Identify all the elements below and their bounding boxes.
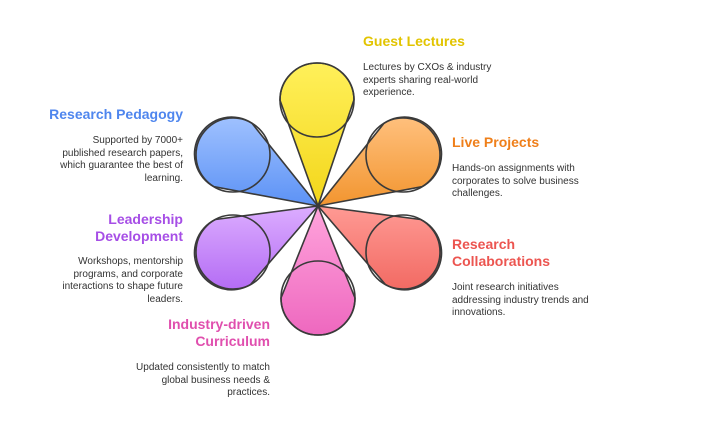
research-pedagogy-block: Research Pedagogy Supported by 7000+ pub… [40,106,183,185]
research-collaborations-desc: Joint research initiatives addressing in… [452,282,589,318]
research-pedagogy-desc: Supported by 7000+ published research pa… [60,135,183,184]
leadership-development-title: Leadership Development [95,211,183,244]
industry-curriculum-desc: Updated consistently to match global bus… [136,362,270,398]
research-collaborations-block: Research Collaborations Joint research i… [452,236,589,320]
industry-curriculum-title: Industry-driven Curriculum [168,316,270,349]
industry-curriculum-circle [280,260,356,336]
research-pedagogy-title: Research Pedagogy [49,106,183,122]
live-projects-block: Live Projects Hands-on assignments with … [452,134,632,201]
live-projects-desc: Hands-on assignments with corporates to … [452,163,579,199]
leadership-development-block: Leadership Development Workshops, mentor… [50,211,183,306]
live-projects-circle [365,117,441,193]
research-collaborations-circle [365,214,441,290]
guest-lectures-block: Guest Lectures Lectures by CXOs & indust… [363,33,523,100]
industry-curriculum-block: Industry-driven Curriculum Updated consi… [130,316,270,400]
live-projects-title: Live Projects [452,134,540,150]
guest-lectures-desc: Lectures by CXOs & industry experts shar… [363,62,492,98]
research-collaborations-title: Research Collaborations [452,236,551,269]
leadership-development-circle [195,214,271,290]
leadership-development-desc: Workshops, mentorship programs, and corp… [62,256,183,305]
guest-lectures-circle [279,62,355,138]
research-pedagogy-circle [195,117,271,193]
guest-lectures-title: Guest Lectures [363,33,465,49]
